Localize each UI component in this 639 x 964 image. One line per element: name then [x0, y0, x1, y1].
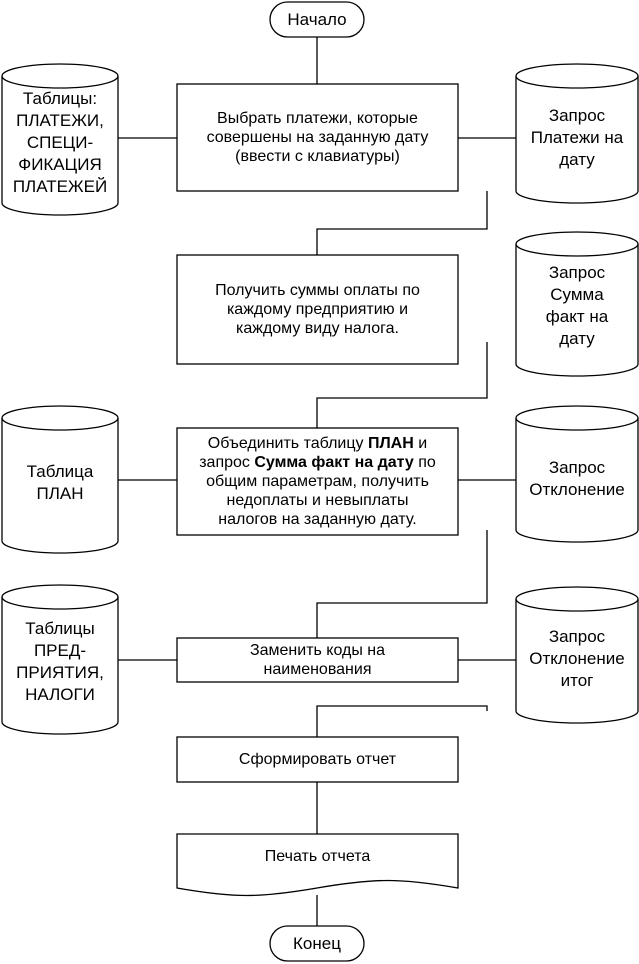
- document-label-print-report: Печать отчета: [177, 838, 458, 874]
- store-cylinder-payments: [1, 63, 119, 216]
- process-box-select-payments: [176, 83, 459, 192]
- query-line: дату: [559, 150, 595, 169]
- query-cylinder-deviation: [515, 405, 639, 543]
- process-line: Выбрать платежи, которые: [217, 110, 418, 127]
- process-line: каждому виду налога.: [235, 320, 399, 337]
- end-text: Конец: [293, 934, 341, 953]
- query-label-deviation: Запрос Отклонение: [516, 430, 638, 528]
- query-line: дату: [559, 329, 595, 348]
- document-line: Печать отчета: [264, 847, 371, 865]
- query-line: факт на: [545, 307, 609, 326]
- query-label-payments-date: Запрос Платежи на дату: [516, 88, 638, 188]
- store-label-enterprises: Таблицы ПРЕД- ПРИЯТИЯ, НАЛОГИ: [2, 609, 118, 714]
- query-line: Запрос: [548, 106, 606, 125]
- bold-fragment: ПЛАН: [367, 435, 414, 452]
- store-label-payments: Таблицы: ПЛАТЕЖИ, СПЕЦИ- ФИКАЦИЯ ПЛАТЕЖЕ…: [2, 88, 118, 198]
- end-label: Конец: [270, 926, 364, 961]
- query-line: итог: [560, 671, 594, 690]
- text-fragment: и: [413, 435, 428, 452]
- process-label-sum-payments: Получить суммы оплаты по каждому предпри…: [177, 255, 458, 364]
- store-line: ПЛАТЕЖИ,: [16, 111, 104, 130]
- store-label-plan: Таблица ПЛАН: [2, 430, 118, 535]
- process-label-replace-codes: Заменить коды на наименования: [177, 638, 458, 682]
- store-cylinder-plan: [1, 405, 119, 554]
- text-fragment: по: [413, 454, 436, 471]
- process-box-join-plan: [176, 427, 459, 536]
- process-line: недоплаты и невыплаты: [226, 492, 409, 509]
- query-line: Отклонение: [529, 480, 625, 499]
- process-line: запрос Сумма факт на дату по: [199, 453, 436, 472]
- process-line: общим параметрам, получить: [206, 473, 429, 490]
- store-line: ПЛАТЕЖЕЙ: [12, 177, 108, 196]
- process-line: каждому предприятию и: [226, 301, 409, 318]
- process-label-join-plan: Объединить таблицу ПЛАН и запрос Сумма ф…: [177, 428, 458, 535]
- query-line: Отклонение: [529, 649, 625, 668]
- process-line: наименования: [263, 661, 372, 678]
- process-box-sum-payments: [176, 254, 459, 365]
- process-line: Получить суммы оплаты по: [215, 282, 420, 299]
- query-cylinder-sum-fact: [515, 231, 639, 377]
- connectors: [118, 37, 516, 926]
- store-line: ПЛАН: [36, 483, 84, 503]
- query-label-sum-fact: Запрос Сумма факт на дату: [516, 256, 638, 356]
- start-text: Начало: [287, 10, 347, 29]
- process-line: совершены на заданную дату: [206, 129, 429, 146]
- process-line: Сформировать отчет: [238, 751, 397, 768]
- process-label-make-report: Сформировать отчет: [177, 737, 458, 782]
- store-line: Таблицы:: [22, 89, 98, 108]
- store-line: Таблица: [26, 461, 94, 481]
- process-label-select-payments: Выбрать платежи, которые совершены на за…: [177, 84, 458, 191]
- query-line: Запрос: [548, 263, 606, 282]
- process-line: Объединить таблицу ПЛАН и: [208, 434, 427, 453]
- start-terminator: [269, 1, 365, 38]
- store-cylinder-enterprises: [1, 584, 119, 735]
- bold-fragment: Сумма факт на дату: [254, 454, 414, 471]
- store-line: СПЕЦИ-: [26, 133, 94, 152]
- query-line: Сумма: [550, 285, 604, 304]
- end-terminator: [269, 925, 365, 962]
- text-fragment: Объединить таблицу: [207, 435, 368, 452]
- store-line: ПРЕД-: [33, 640, 87, 660]
- store-line: НАЛОГИ: [25, 684, 95, 704]
- query-cylinder-deviation-total: [515, 586, 639, 724]
- store-line: ФИКАЦИЯ: [18, 155, 102, 174]
- query-line: Запрос: [548, 458, 606, 477]
- process-box-replace-codes: [176, 637, 459, 683]
- query-line: Платежи на: [530, 128, 624, 147]
- process-line: налогов на заданную дату.: [218, 511, 417, 528]
- query-line: Запрос: [548, 627, 606, 646]
- store-line: Таблицы: [25, 618, 95, 638]
- text-fragment: запрос: [199, 454, 255, 471]
- query-label-deviation-total: Запрос Отклонение итог: [516, 611, 638, 707]
- start-label: Начало: [270, 2, 364, 37]
- process-line: (ввести с клавиатуры): [235, 148, 400, 165]
- process-box-make-report: [176, 736, 459, 783]
- process-line: Заменить коды на: [249, 642, 386, 659]
- query-cylinder-payments-date: [515, 63, 639, 204]
- store-line: ПРИЯТИЯ,: [16, 662, 104, 682]
- document-shape-print-report: [176, 833, 459, 897]
